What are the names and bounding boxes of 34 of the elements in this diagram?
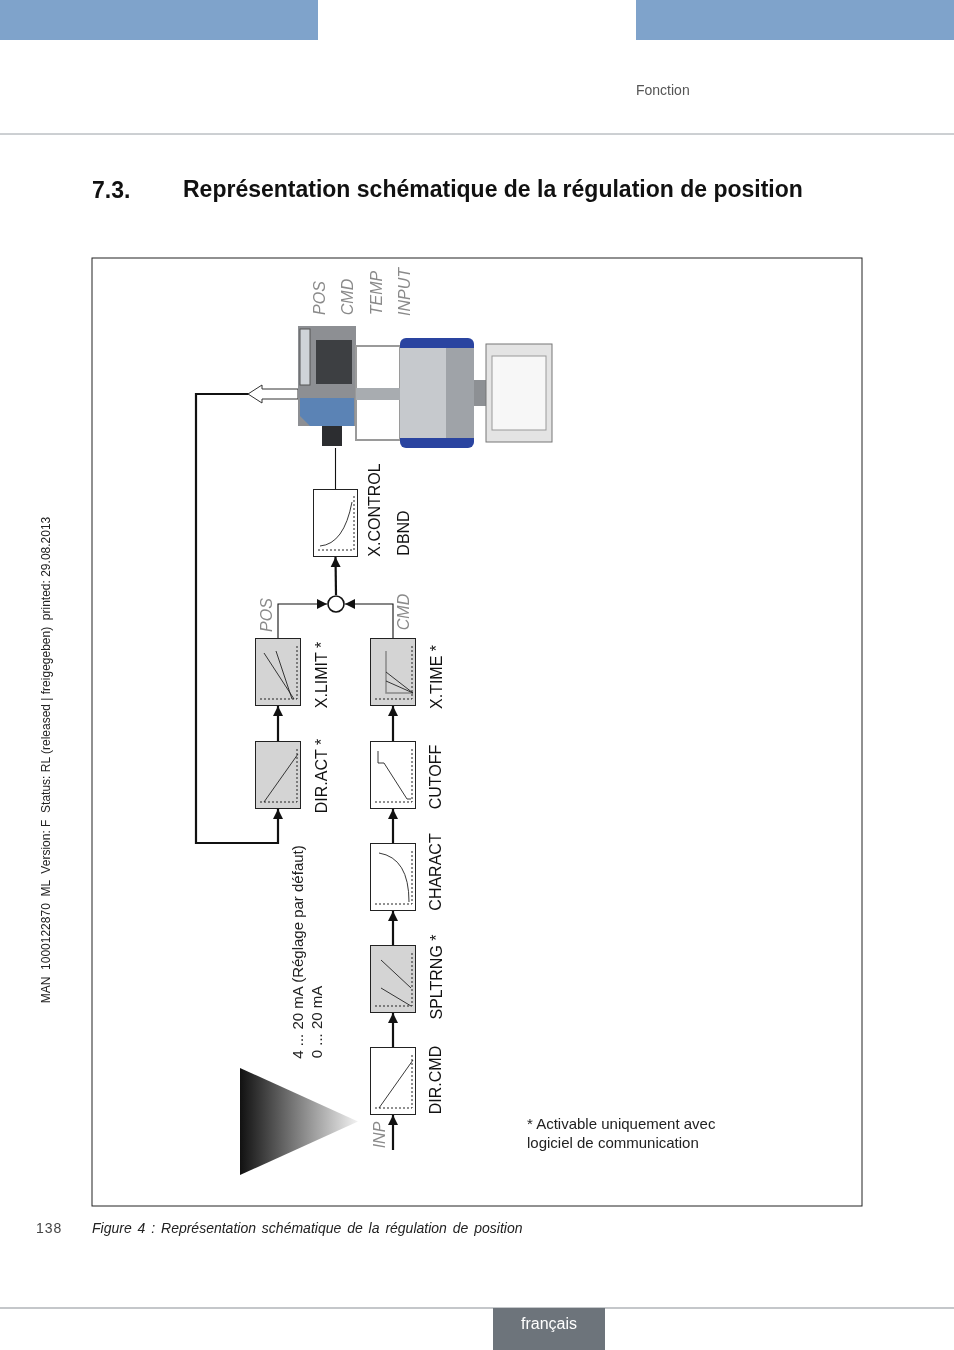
signal-name: POS xyxy=(312,281,328,315)
block-label: CUTOFF xyxy=(428,744,444,810)
function-block xyxy=(313,489,358,557)
signal-name: TEMP xyxy=(369,270,385,316)
function-block xyxy=(370,843,416,911)
signal-name: CMD xyxy=(340,278,356,316)
function-block xyxy=(255,638,301,706)
block-label: X.CONTROL xyxy=(367,463,383,557)
block-label: X.LIMIT * xyxy=(314,641,330,709)
edge-label: INP xyxy=(372,1121,388,1149)
document-info: MAN 1000122870 ML Version: F Status: RL (released | freigegeben) printed: 29.08.2013 xyxy=(40,516,52,1004)
function-block xyxy=(370,945,416,1013)
block-label: X.TIME * xyxy=(429,645,445,709)
edge-label: CMD xyxy=(396,593,412,631)
section-number: 7.3. xyxy=(92,177,131,204)
block-label: CHARACT xyxy=(428,833,444,911)
section-name: Fonction xyxy=(636,82,690,98)
signal-range: 4 ... 20 mA (Réglage par défaut) xyxy=(289,845,305,1059)
function-block xyxy=(370,741,416,809)
figure-caption: Figure 4 : Représentation schématique de la régulation de position xyxy=(92,1220,523,1236)
block-label: DIR.ACT * xyxy=(314,738,330,814)
signal-range: 0 ... 20 mA xyxy=(308,985,324,1059)
function-block xyxy=(370,1047,416,1115)
block-label: DIR.CMD xyxy=(428,1045,444,1115)
section-title: Représentation schématique de la régulation de position xyxy=(183,176,804,203)
language-tab: français xyxy=(493,1308,605,1350)
signal-name: INPUT xyxy=(397,268,413,316)
block-label: DBND xyxy=(396,510,412,556)
block-label: SPLTRNG * xyxy=(429,934,445,1020)
edge-label: POS xyxy=(259,598,275,632)
footnote: * Activable uniquement avec logiciel de communication xyxy=(527,1114,717,1152)
page-number: 138 xyxy=(36,1220,63,1236)
function-block xyxy=(255,741,301,809)
function-block xyxy=(370,638,416,706)
